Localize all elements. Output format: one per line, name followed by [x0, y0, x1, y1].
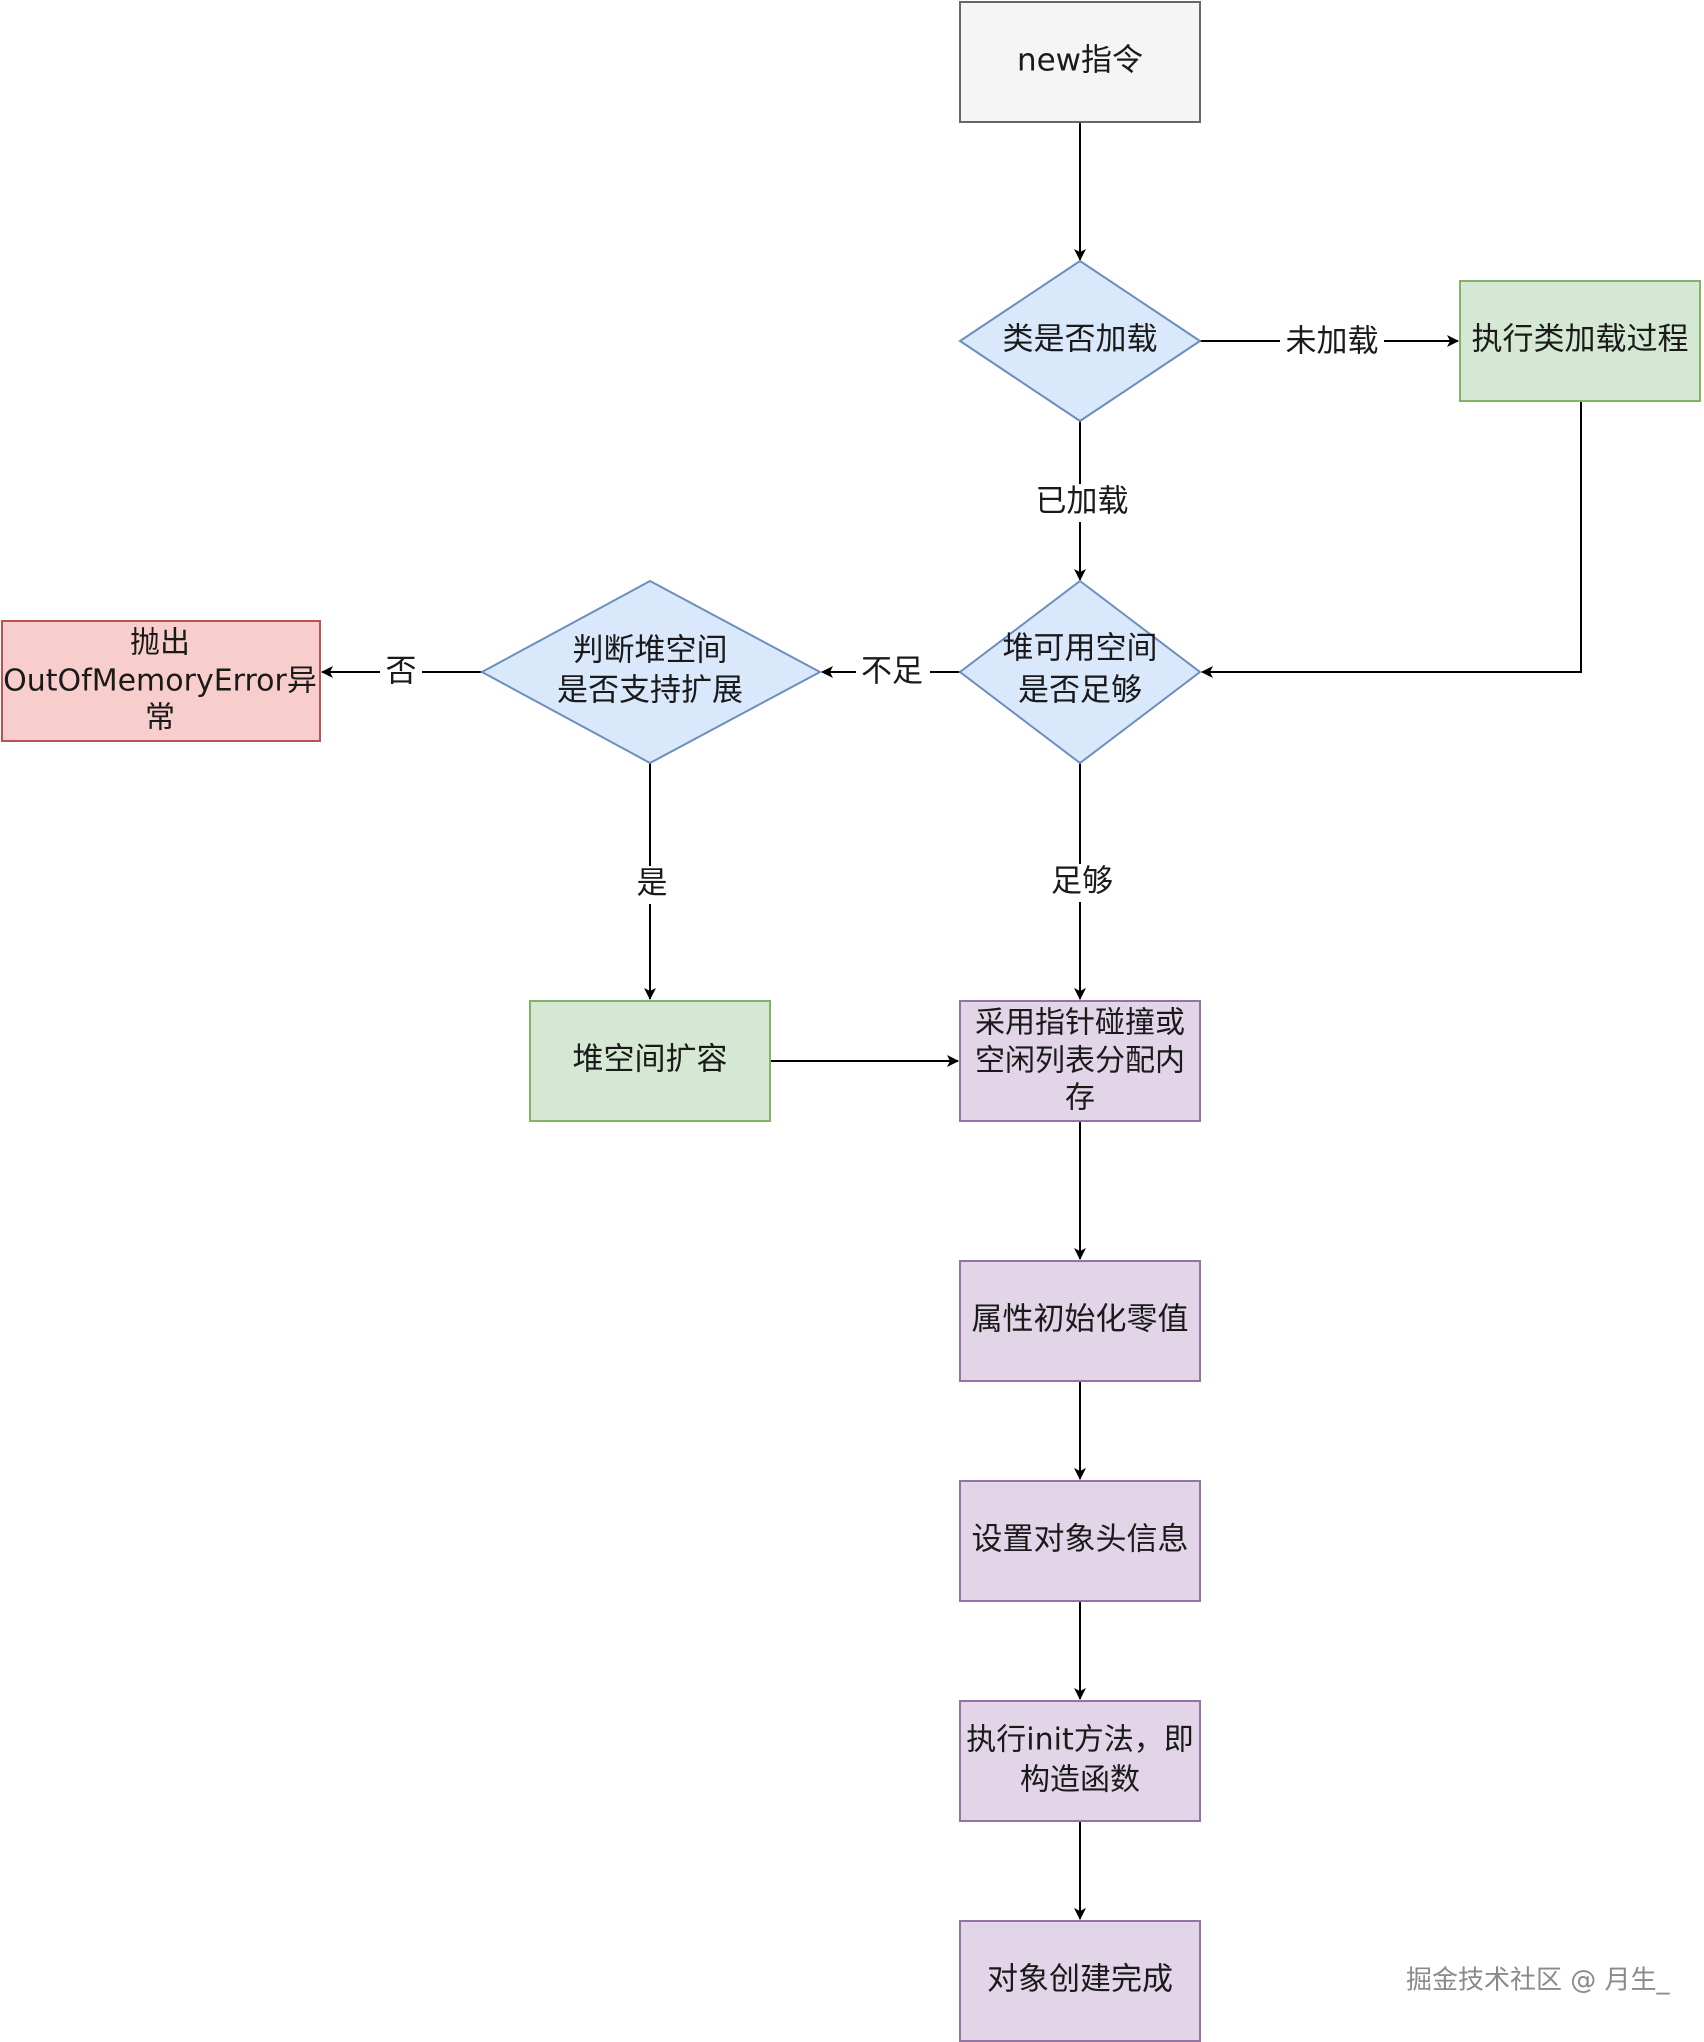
- edge-label-not-loaded: 未加载: [1286, 324, 1379, 360]
- edge-label-yes: 是: [637, 866, 668, 902]
- node-label: 类是否加载: [1003, 322, 1158, 358]
- edge-label-sufficient: 足够: [1051, 864, 1113, 900]
- node-label-line: 执行init方法，即: [966, 1723, 1193, 1758]
- node-label-line: 常: [145, 701, 175, 736]
- watermark: 掘金技术社区 @ 月生_: [1406, 1966, 1671, 1996]
- node-heap-expand-check: 判断堆空间 是否支持扩展: [479, 579, 823, 765]
- node-label: new指令: [1017, 43, 1143, 79]
- node-label: 执行类加载过程: [1472, 322, 1689, 358]
- node-run-init: 执行init方法，即 构造函数: [959, 1700, 1201, 1822]
- edge-label-loaded: 已加载: [1036, 484, 1129, 520]
- node-heap-expand: 堆空间扩容: [529, 1000, 771, 1122]
- node-label: 属性初始化零值: [972, 1302, 1189, 1338]
- edge-label-insufficient: 不足: [861, 654, 923, 690]
- node-label-line: 堆可用空间: [1003, 631, 1158, 667]
- node-label-line: 采用指针碰撞或: [975, 1006, 1185, 1041]
- node-label-line: 抛出: [130, 626, 190, 661]
- edge-label-no: 否: [386, 654, 417, 690]
- node-label-line: 构造函数: [1020, 1763, 1140, 1798]
- node-class-loaded-check: 类是否加载: [958, 259, 1202, 423]
- node-allocate-memory: 采用指针碰撞或 空闲列表分配内 存: [959, 1000, 1201, 1122]
- node-object-created: 对象创建完成: [959, 1920, 1201, 2042]
- node-label: 堆空间扩容: [573, 1042, 728, 1078]
- node-init-zero-values: 属性初始化零值: [959, 1260, 1201, 1382]
- node-label-line: 是否支持扩展: [557, 673, 743, 709]
- node-heap-space-check: 堆可用空间 是否足够: [958, 579, 1202, 765]
- edges: [321, 122, 1582, 1920]
- node-new-instruction: new指令: [959, 1, 1201, 123]
- node-run-class-loading: 执行类加载过程: [1459, 280, 1701, 402]
- node-label: 对象创建完成: [987, 1962, 1173, 1998]
- edge-class-loading-to-heap-check: [1201, 401, 1582, 678]
- node-label-line: 判断堆空间: [573, 633, 728, 669]
- node-throw-oom: 抛出 OutOfMemoryError异 常: [1, 620, 321, 742]
- node-label-line: OutOfMemoryError异: [3, 664, 317, 699]
- node-label-line: 是否足够: [1018, 673, 1142, 709]
- node-label-line: 空闲列表分配内: [975, 1044, 1185, 1079]
- edge-labels: 未加载 已加载 不足 足够 否 是: [380, 322, 1384, 904]
- node-label: 设置对象头信息: [972, 1522, 1189, 1558]
- node-set-object-header: 设置对象头信息: [959, 1480, 1201, 1602]
- node-label-line: 存: [1065, 1081, 1095, 1116]
